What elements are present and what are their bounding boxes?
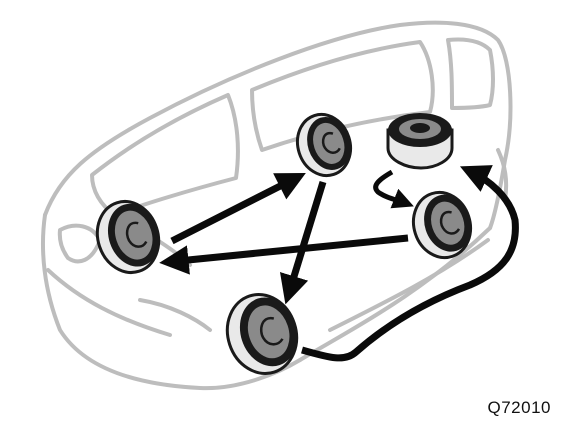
arrow-spare-to-rear-right xyxy=(373,169,414,209)
tire-spare xyxy=(386,113,454,170)
arrow-front-left-to-rear-left xyxy=(170,173,306,245)
tire-front-right xyxy=(225,293,299,375)
arrow-rear-left-to-front-right xyxy=(279,180,327,305)
rotation-arrows xyxy=(159,165,519,362)
figure-code: Q72010 xyxy=(487,398,551,417)
tire-front-left xyxy=(95,200,161,274)
tire-rear-left xyxy=(295,112,353,178)
tire-rear-right xyxy=(411,190,473,260)
arrow-rear-right-to-front-left xyxy=(159,234,409,275)
arrow-front-right-to-rear-right xyxy=(301,165,519,362)
